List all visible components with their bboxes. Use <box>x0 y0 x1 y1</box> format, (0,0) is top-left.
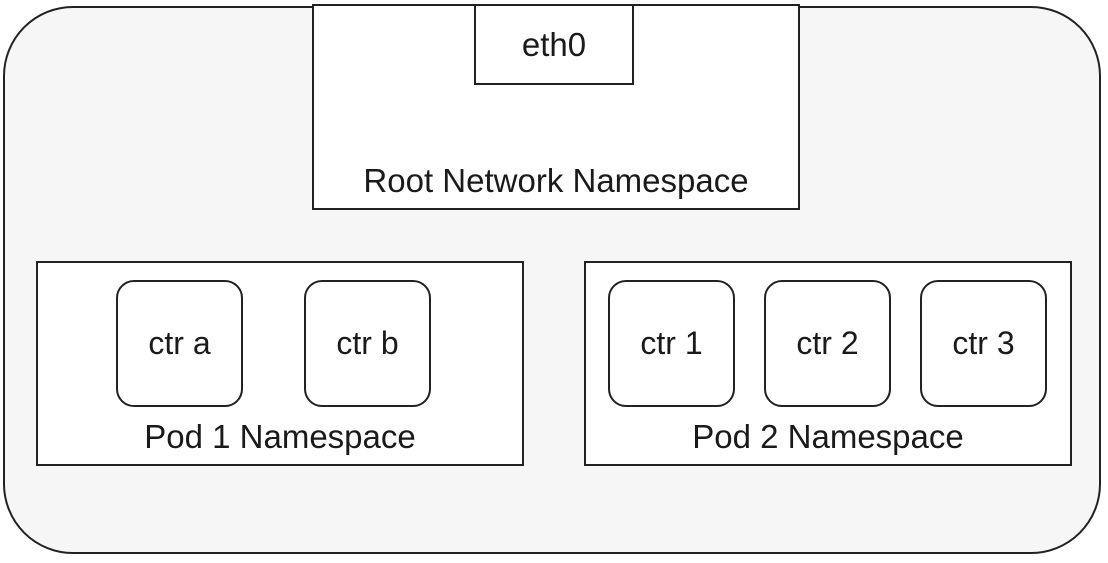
pod-1-namespace-label: Pod 1 Namespace <box>144 418 416 455</box>
root-network-namespace-label: Root Network Namespace <box>363 162 749 199</box>
eth0-interface-box <box>474 4 634 85</box>
container-ctr-2: ctr 2 <box>764 280 891 407</box>
pod-2-namespace-label: Pod 2 Namespace <box>692 418 964 455</box>
container-ctr-a: ctr a <box>116 280 243 407</box>
container-ctr-3: ctr 3 <box>920 280 1047 407</box>
container-ctr-1: ctr 1 <box>608 280 735 407</box>
container-ctr-b: ctr b <box>304 280 431 407</box>
eth0-label: eth0 <box>521 25 587 63</box>
